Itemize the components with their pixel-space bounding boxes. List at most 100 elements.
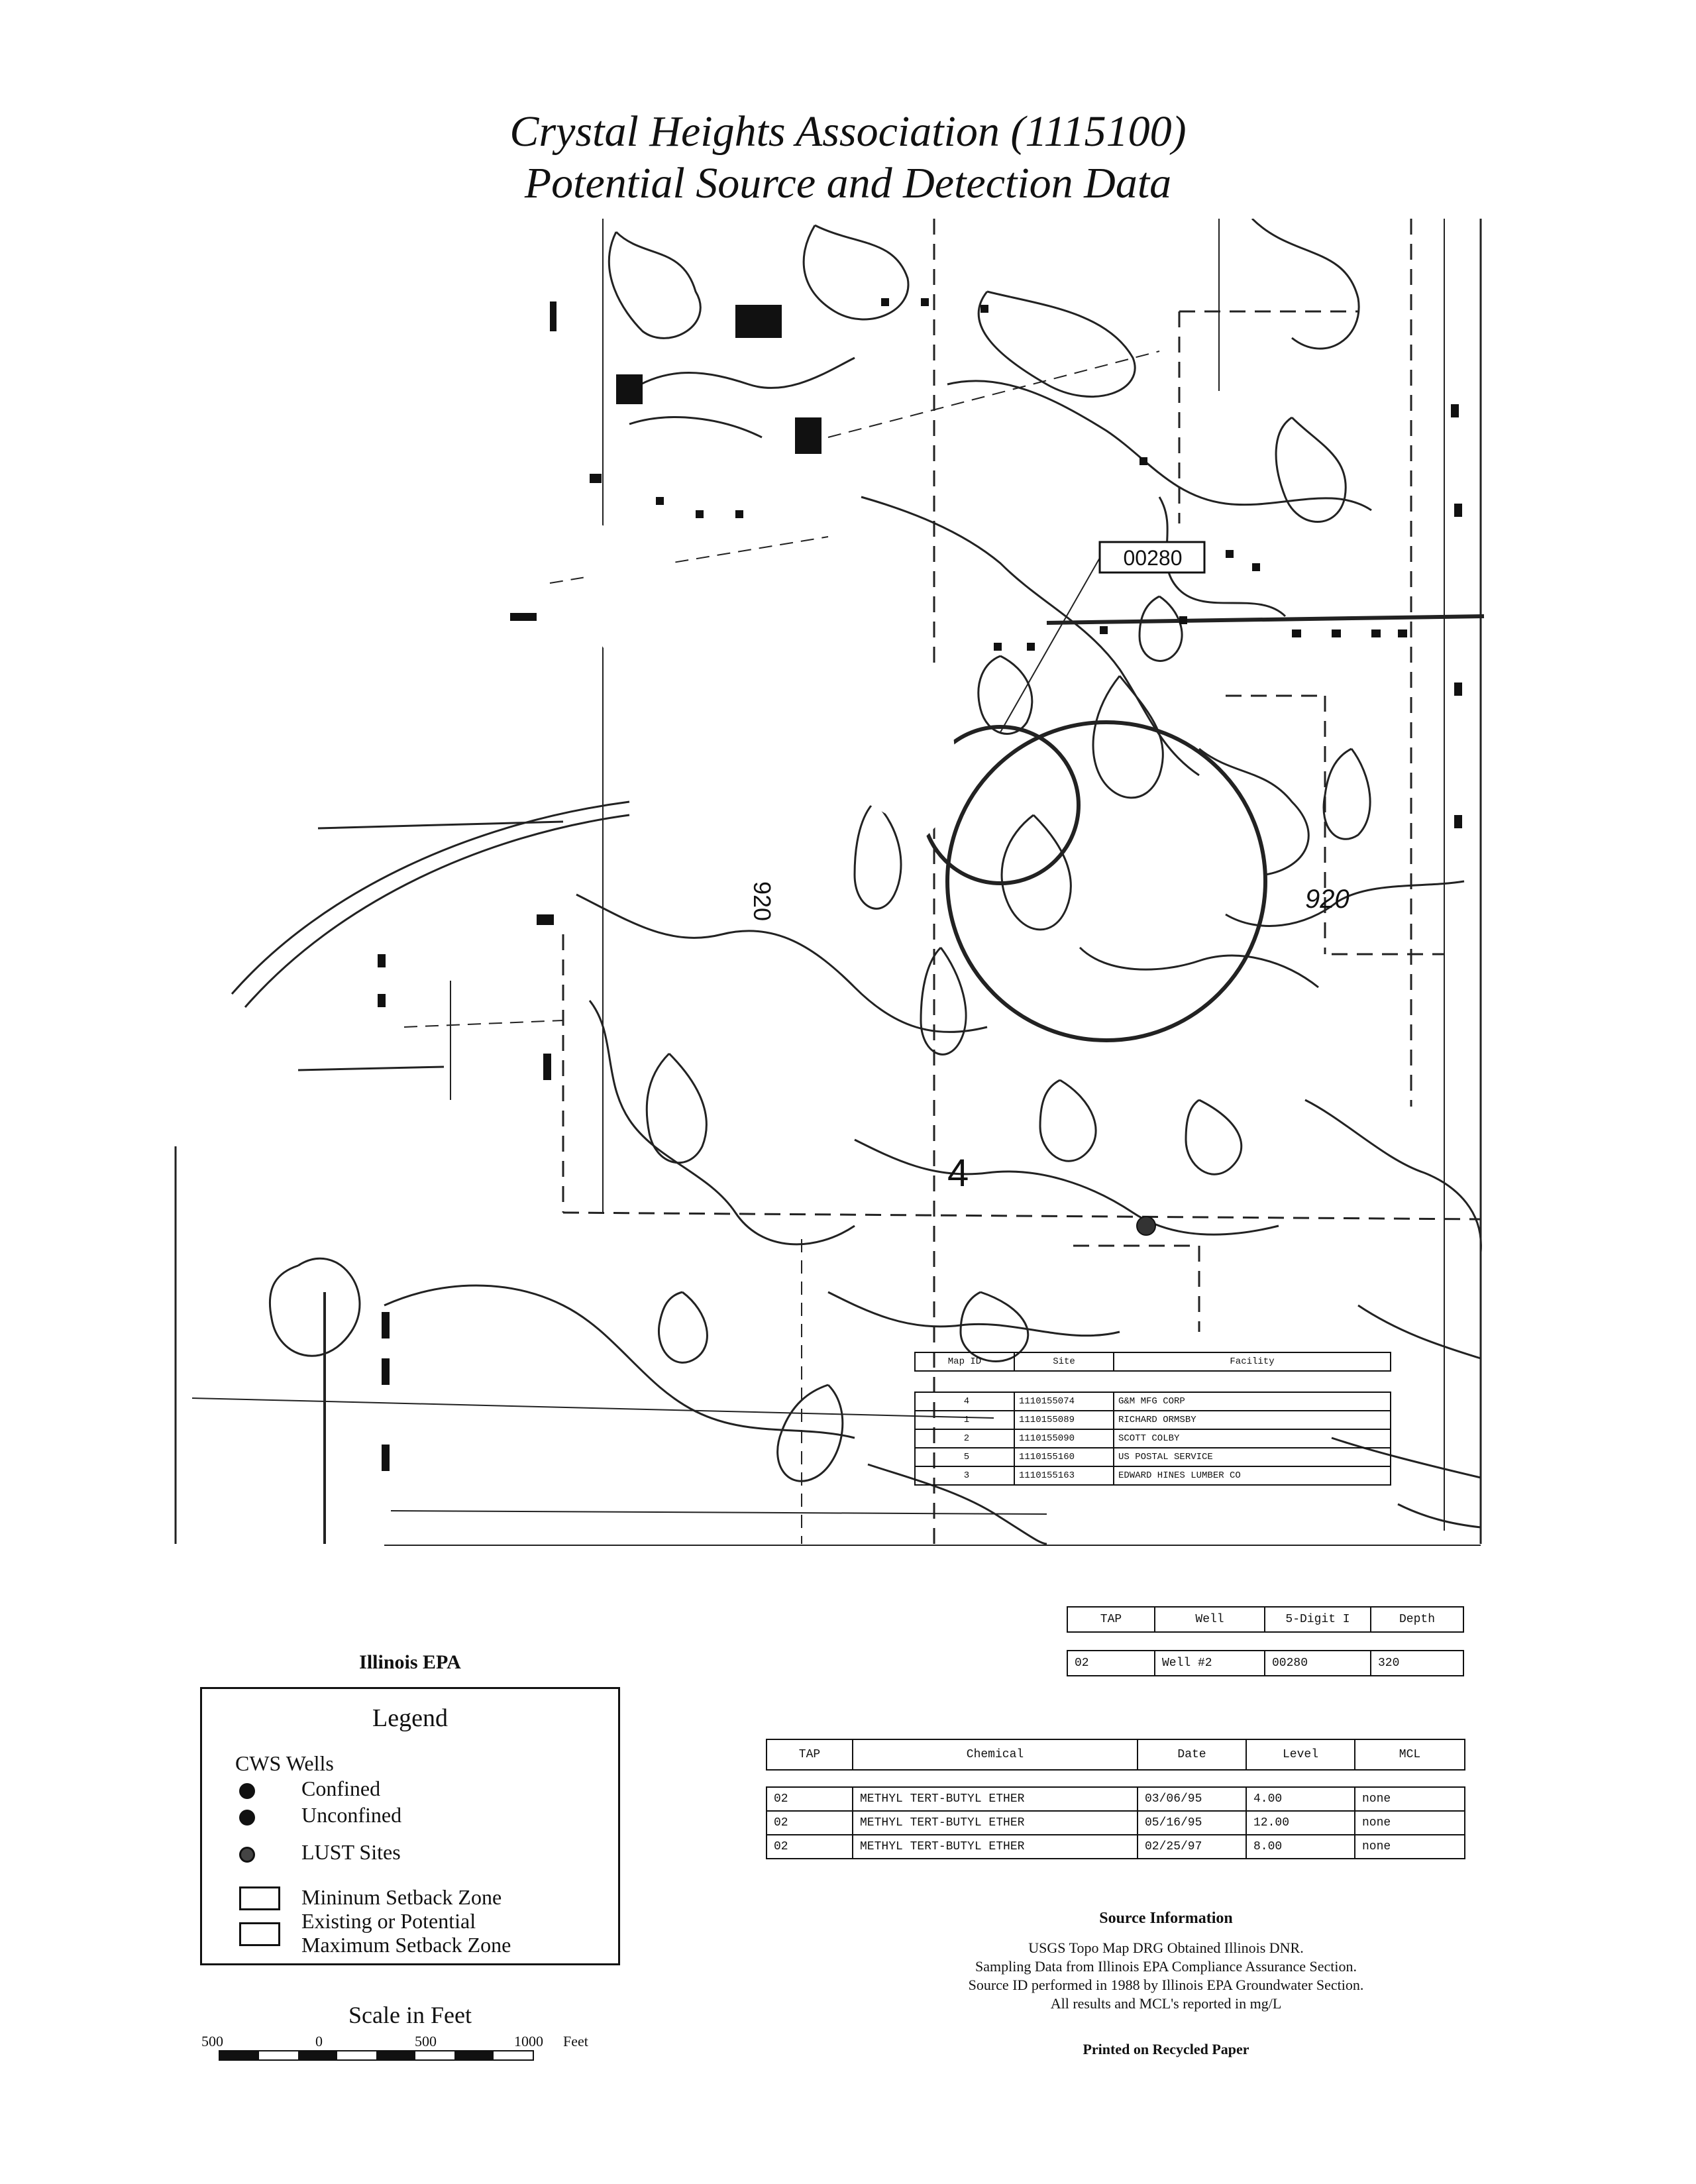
building: [1454, 682, 1462, 696]
chem-tap: 02: [767, 1835, 853, 1858]
site-id: 1110155160: [1015, 1448, 1114, 1466]
building: [735, 510, 743, 518]
contour-line: [1158, 496, 1287, 618]
chem-level: 4.00: [1247, 1788, 1355, 1810]
building: [795, 417, 822, 454]
contour-line: [608, 231, 702, 339]
section-line: [403, 1020, 564, 1028]
road: [629, 356, 855, 392]
well-header-tap: TAP: [1068, 1608, 1155, 1631]
contour-elevation-label-rotated: 920: [749, 881, 776, 921]
building: [382, 1312, 390, 1338]
well-header-id: 5-Digit I: [1265, 1608, 1371, 1631]
printed-note: Printed on Recycled Paper: [1083, 2041, 1249, 2057]
section-line: [1073, 1244, 1200, 1332]
table-row: 02 METHYL TERT-BUTYL ETHER 05/16/95 12.0…: [766, 1810, 1465, 1835]
contour-line: [1079, 946, 1319, 989]
label-leader: [1000, 557, 1100, 733]
chem-level: 12.00: [1247, 1812, 1355, 1834]
legend-max-zone-line1: Existing or Potential: [301, 1909, 476, 1933]
source-line: All results and MCL's reported in mg/L: [1050, 1995, 1282, 2012]
contour-line: [1198, 747, 1310, 876]
contour-line: [1251, 219, 1360, 350]
legend-lust: LUST Sites: [301, 1840, 401, 1864]
road-highway: [1046, 614, 1485, 625]
contour-line: [977, 655, 1034, 735]
contour-line: [1000, 814, 1072, 931]
contour-line: [959, 1291, 1030, 1362]
blank-map-area: [576, 517, 961, 842]
agency-label: Illinois EPA: [359, 1651, 461, 1673]
scale-label: 1000: [514, 2033, 543, 2049]
building: [735, 305, 782, 338]
table-row: 4 1110155074 G&M MFG CORP: [914, 1392, 1391, 1411]
scale-title: Scale in Feet: [348, 2002, 472, 2028]
table-row: 02 METHYL TERT-BUTYL ETHER 03/06/95 4.00…: [766, 1786, 1465, 1812]
section-line: [562, 1211, 1481, 1221]
table-row: 02 Well #2 00280 320: [1067, 1650, 1464, 1676]
table-row: 02 METHYL TERT-BUTYL ETHER 02/25/97 8.00…: [766, 1834, 1465, 1859]
well-depth: 320: [1378, 1657, 1400, 1670]
minimum-setback-zone-icon: [239, 1886, 280, 1910]
maximum-setback-zone-icon: [239, 1922, 280, 1946]
road: [629, 416, 763, 439]
table-row: 3 1110155163 EDWARD HINES LUMBER CO: [914, 1466, 1391, 1486]
building-group: [378, 298, 1462, 1471]
source-heading: Source Information: [1099, 1910, 1233, 1927]
road-curved: [244, 814, 630, 1008]
chem-mcl: none: [1362, 1792, 1391, 1806]
contour-line: [645, 1052, 708, 1164]
building: [543, 1054, 551, 1080]
site-table-header-site: Site: [1015, 1353, 1114, 1370]
site-id: 1110155163: [1015, 1467, 1114, 1484]
chem-tap: 02: [767, 1812, 853, 1834]
site-facility: RICHARD ORMSBY: [1118, 1415, 1196, 1425]
site-table-header-mapid: Map ID: [916, 1353, 1015, 1370]
road: [390, 1510, 1047, 1515]
contour-line: [1397, 1503, 1481, 1529]
contour-line: [861, 496, 1200, 777]
chem-date: 05/16/95: [1138, 1812, 1247, 1834]
well-name: Well #2: [1155, 1651, 1265, 1675]
building: [994, 643, 1002, 651]
contour-line: [1138, 595, 1183, 662]
site-mapid: 2: [916, 1430, 1015, 1447]
building: [1100, 626, 1108, 634]
site-mapid: 5: [916, 1448, 1015, 1466]
chem-date: 03/06/95: [1138, 1788, 1247, 1810]
contour-line: [853, 800, 902, 910]
contour-line: [867, 1463, 1047, 1545]
source-line: Sampling Data from Illinois EPA Complian…: [975, 1958, 1357, 1975]
contour-line: [1357, 1304, 1481, 1360]
chem-header-chemical: Chemical: [853, 1740, 1138, 1769]
chem-mcl: none: [1362, 1816, 1391, 1829]
well-header-well: Well: [1155, 1608, 1265, 1631]
scale-label: 0: [315, 2033, 323, 2049]
chem-header-mcl: MCL: [1399, 1748, 1421, 1761]
well-header-depth: Depth: [1399, 1613, 1435, 1626]
building: [378, 994, 386, 1007]
building: [881, 298, 889, 306]
chem-table-header: TAP Chemical Date Level MCL: [766, 1739, 1465, 1771]
building: [537, 914, 554, 925]
site-mapid: 1: [916, 1411, 1015, 1429]
building: [382, 1445, 390, 1471]
contour-line: [657, 1291, 708, 1364]
building: [1140, 457, 1147, 465]
building: [1454, 815, 1462, 828]
source-line: USGS Topo Map DRG Obtained Illinois DNR.: [1028, 1939, 1304, 1956]
contour-line: [1304, 1099, 1482, 1253]
table-row: 2 1110155090 SCOTT COLBY: [914, 1429, 1391, 1448]
chem-header-level: Level: [1247, 1740, 1355, 1769]
building: [1371, 629, 1381, 637]
page-title: Crystal Heights Association (1115100): [509, 107, 1187, 156]
contour-line: [977, 290, 1136, 398]
building: [616, 374, 643, 404]
road-curved: [231, 800, 630, 995]
maximum-setback-zone: [945, 720, 1267, 1042]
chem-date: 02/25/97: [1138, 1835, 1247, 1858]
site-mapid: 3: [916, 1467, 1015, 1484]
building: [378, 954, 386, 967]
site-id: 1110155090: [1015, 1430, 1114, 1447]
chem-tap: 02: [767, 1788, 853, 1810]
